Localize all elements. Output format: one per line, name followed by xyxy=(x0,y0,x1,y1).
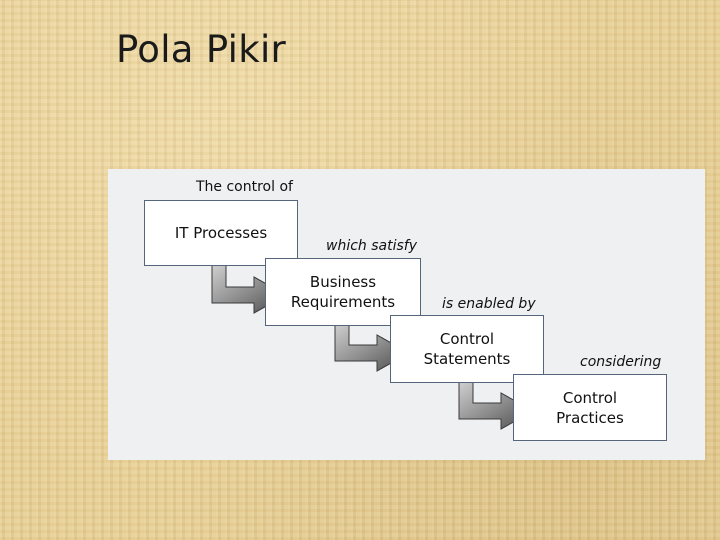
box-business-requirements: Business Requirements xyxy=(265,258,421,326)
slide-title: Pola Pikir xyxy=(116,28,287,71)
box-it-processes-label: IT Processes xyxy=(174,224,268,242)
box-control-statements-label: Control Statements xyxy=(423,330,511,368)
box-control-practices: Control Practices xyxy=(513,374,667,441)
box-control-practices-label: Control Practices xyxy=(556,388,624,427)
caption-which-satisfy: which satisfy xyxy=(326,238,417,254)
caption-is-enabled-by: is enabled by xyxy=(442,296,536,312)
caption-control-of: The control of xyxy=(196,179,293,195)
caption-considering: considering xyxy=(580,354,662,370)
box-control-statements: Control Statements xyxy=(390,315,544,383)
box-business-requirements-label: Business Requirements xyxy=(290,273,396,311)
diagram-panel: The control of which satisfy is enabled … xyxy=(108,169,705,460)
box-it-processes: IT Processes xyxy=(144,200,298,266)
